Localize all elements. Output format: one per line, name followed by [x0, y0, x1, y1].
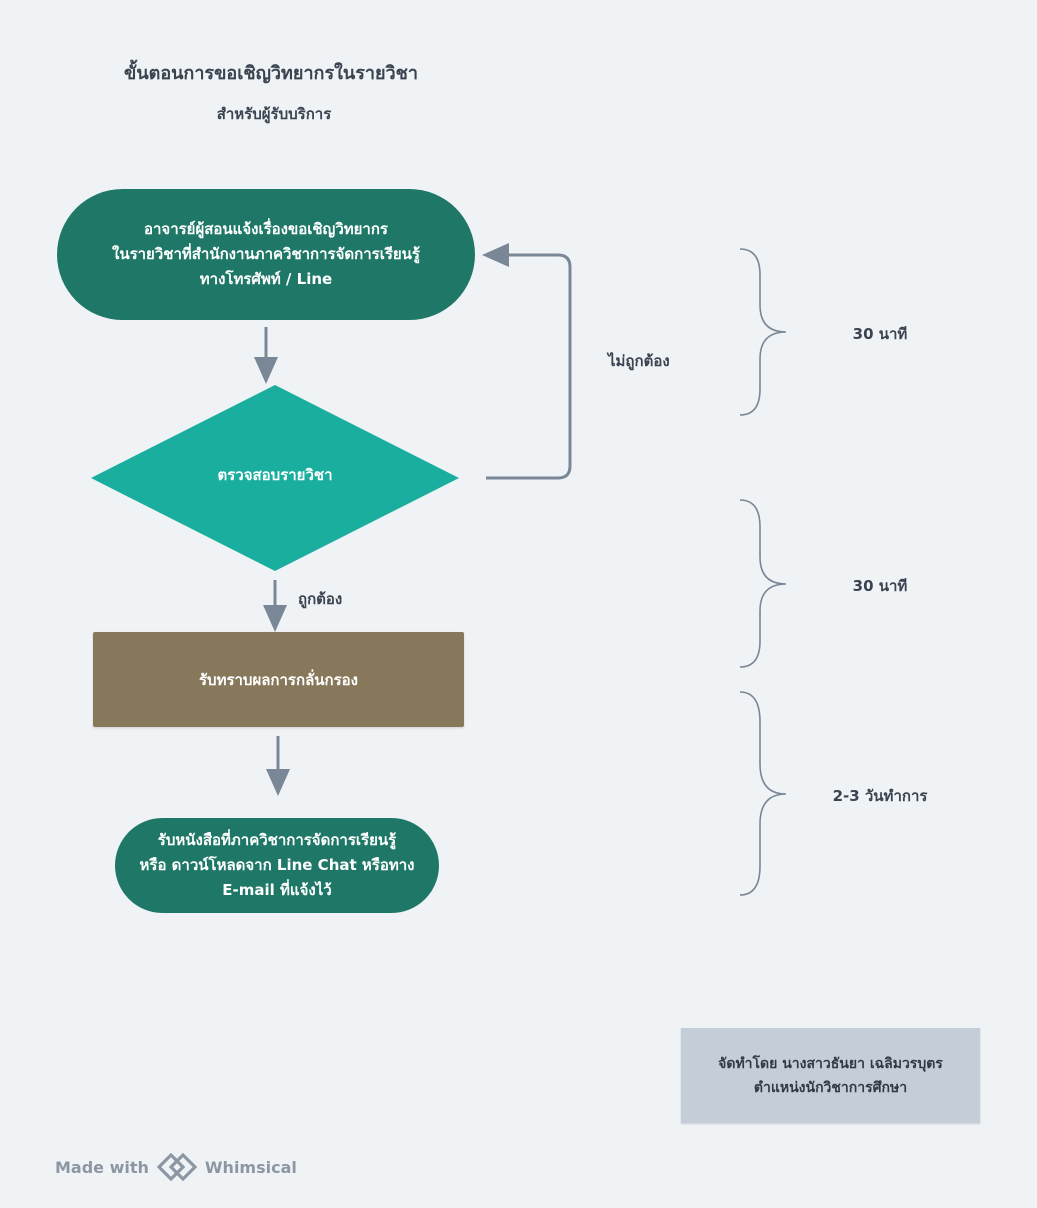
start-node-label: อาจารย์ผู้สอนแจ้งเรื่องขอเชิญวิทยากร ในร…: [112, 220, 420, 288]
process-node: รับทราบผลการกลั่นกรอง: [93, 632, 464, 727]
credit-box: จัดทำโดย นางสาวธันยา เฉลิมวรบุตร ตำแหน่ง…: [681, 1028, 980, 1123]
diagram-title: ขั้นตอนการขอเชิญวิทยากรในรายวิชา: [124, 63, 418, 84]
edge-label-incorrect: ไม่ถูกต้อง: [608, 352, 670, 370]
time-brace-1: [739, 248, 787, 416]
start-node: อาจารย์ผู้สอนแจ้งเรื่องขอเชิญวิทยากร ในร…: [57, 189, 475, 320]
timing-label-3: 2-3 วันทำการ: [832, 787, 928, 805]
edge-label-correct: ถูกต้อง: [298, 590, 343, 608]
credit-text: จัดทำโดย นางสาวธันยา เฉลิมวรบุตร ตำแหน่ง…: [718, 1055, 943, 1096]
made-with-badge[interactable]: Made with Whimsical: [55, 1153, 297, 1181]
arrow-loop-incorrect: [482, 243, 572, 480]
process-node-label: รับทราบผลการกลั่นกรอง: [198, 670, 358, 689]
timing-label-1: 30 นาที: [852, 325, 908, 343]
whimsical-logo-icon: [156, 1153, 197, 1181]
timing-label-2: 30 นาที: [852, 577, 908, 595]
whimsical-brand-text: Whimsical: [204, 1157, 297, 1177]
time-brace-2: [739, 499, 787, 668]
made-with-text: Made with: [55, 1157, 149, 1177]
end-node-label: รับหนังสือที่ภาควิชาการจัดการเรียนรู้ หร…: [139, 831, 415, 899]
time-brace-3: [739, 691, 787, 896]
decision-node: [91, 385, 459, 571]
end-node: รับหนังสือที่ภาควิชาการจัดการเรียนรู้ หร…: [115, 818, 439, 913]
decision-node-label: ตรวจสอบรายวิชา: [217, 466, 333, 484]
diagram-subtitle: สำหรับผู้รับบริการ: [216, 105, 332, 123]
